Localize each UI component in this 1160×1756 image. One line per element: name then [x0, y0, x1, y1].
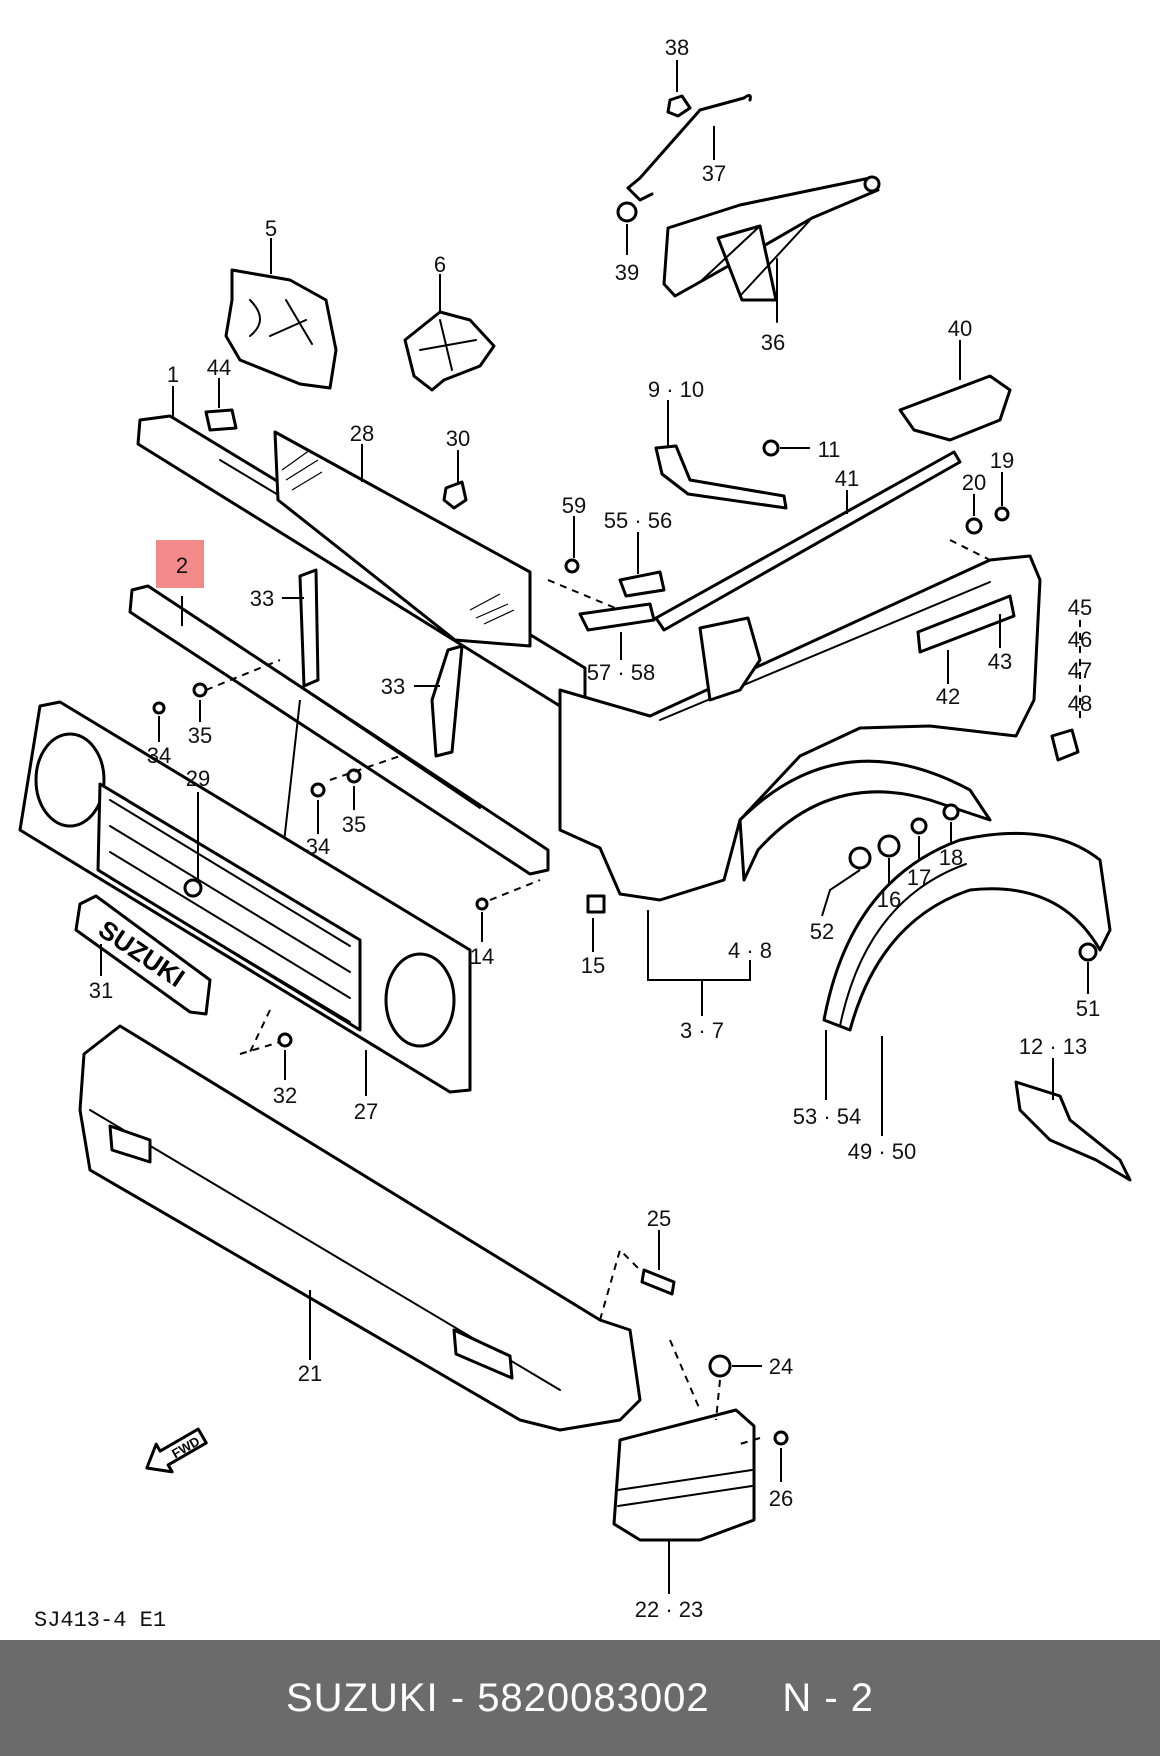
figure-code: SJ413-4 E1	[34, 1608, 166, 1633]
callout-c42: 42	[936, 684, 960, 709]
fwd-arrow-icon: FWD	[145, 1427, 208, 1474]
bolt-25	[640, 1268, 676, 1296]
callout-c14: 14	[470, 944, 494, 969]
callout-c41: 41	[835, 466, 859, 491]
callout-c17: 17	[907, 865, 931, 890]
bracket-57-58	[578, 602, 656, 632]
callout-c20: 20	[962, 470, 986, 495]
fender-3-7	[558, 554, 1080, 1016]
callout-c18: 18	[939, 845, 963, 870]
footer-page-ref: N - 2	[782, 1675, 875, 1720]
callout-c19: 19	[990, 448, 1014, 473]
fasteners-upper	[152, 659, 606, 952]
callout-c44: 44	[207, 355, 231, 380]
callout-c15: 15	[581, 953, 605, 978]
screen-28	[273, 430, 532, 648]
stay-33a	[298, 568, 320, 688]
callout-c34b: 34	[306, 834, 330, 859]
callout-c21: 21	[298, 1361, 322, 1386]
callout-c27: 27	[354, 1099, 378, 1124]
jack-assembly	[662, 175, 881, 323]
part-40	[898, 374, 1012, 442]
wheel-flares	[822, 831, 1112, 1136]
callout-c28: 28	[350, 421, 374, 446]
callout-c49_50: 49 · 50	[848, 1139, 917, 1164]
callout-c29: 29	[186, 766, 210, 791]
bumper-21	[78, 1024, 642, 1432]
callout-c34a: 34	[147, 743, 171, 768]
parts-diagram: SUZUKI	[18, 35, 1132, 1633]
highlight-box	[156, 540, 204, 588]
footer-brand: SUZUKI	[285, 1675, 439, 1720]
callout-c47: 47	[1068, 658, 1092, 683]
callout-c11: 11	[818, 437, 841, 462]
callout-c48: 48	[1068, 691, 1092, 716]
callout-c59: 59	[562, 493, 586, 518]
callout-c22_23: 22 · 23	[635, 1597, 704, 1622]
callout-c16: 16	[877, 887, 901, 912]
grille-27	[18, 700, 472, 1096]
bolt-59	[564, 558, 580, 574]
callout-c5: 5	[265, 216, 277, 241]
callout-c51: 51	[1076, 996, 1100, 1021]
callout-c35b: 35	[342, 812, 366, 837]
callout-c31: 31	[89, 978, 113, 1003]
callout-c12_13: 12 · 13	[1019, 1034, 1088, 1059]
callout-c2: 2	[176, 553, 188, 578]
wheel-liner	[738, 759, 992, 917]
callout-c33b: 33	[381, 674, 405, 699]
callout-c45: 45	[1068, 595, 1092, 620]
lower-panel-2	[128, 584, 550, 876]
clip-30	[442, 480, 468, 510]
callout-c39: 39	[615, 260, 639, 285]
bolt-20	[965, 517, 983, 535]
footer-gap	[710, 1676, 783, 1721]
callout-c32: 32	[273, 1083, 297, 1108]
callout-c46: 46	[1068, 627, 1092, 652]
callout-c36: 36	[761, 330, 785, 355]
footer-part-number: 5820083002	[477, 1675, 710, 1720]
callout-c3_7: 3 · 7	[680, 1018, 724, 1043]
callout-c25: 25	[647, 1206, 671, 1231]
pad-44	[204, 408, 238, 432]
bracket-5	[224, 238, 338, 390]
bracket-9-10	[654, 400, 810, 510]
bracket-6	[403, 274, 496, 392]
callout-c35a: 35	[188, 723, 212, 748]
callout-c26: 26	[769, 1486, 793, 1511]
bolt-19	[994, 506, 1010, 522]
footer-bar: SUZUKI - 5820083002 N - 2	[0, 1640, 1160, 1756]
bolt-26	[773, 1430, 789, 1446]
stay-33b	[430, 644, 464, 758]
callout-c1: 1	[167, 362, 179, 387]
footer-separator: -	[438, 1675, 478, 1720]
callout-c6: 6	[434, 252, 446, 277]
callout-c55_56: 55 · 56	[604, 508, 673, 533]
callout-c52: 52	[810, 919, 834, 944]
callout-c57_58: 57 · 58	[587, 660, 656, 685]
bolt-24	[708, 1354, 732, 1378]
clip-32	[277, 1032, 293, 1048]
splash-12-13	[1014, 1080, 1132, 1182]
bracket-55-56	[618, 570, 666, 598]
callout-c38: 38	[665, 35, 689, 60]
callout-c30: 30	[446, 426, 470, 451]
callout-c53_54: 53 · 54	[793, 1104, 862, 1129]
callout-c37: 37	[702, 161, 726, 186]
callout-c9_10: 9 · 10	[648, 377, 704, 402]
callout-c40: 40	[948, 316, 972, 341]
callout-c4_8: 4 · 8	[728, 938, 772, 963]
callout-c43: 43	[988, 649, 1012, 674]
callout-c33a: 33	[250, 586, 274, 611]
bumper-end-22-23	[612, 1408, 756, 1594]
jack-handle	[616, 60, 752, 255]
callout-c24: 24	[769, 1354, 793, 1379]
strip-41	[654, 450, 962, 632]
